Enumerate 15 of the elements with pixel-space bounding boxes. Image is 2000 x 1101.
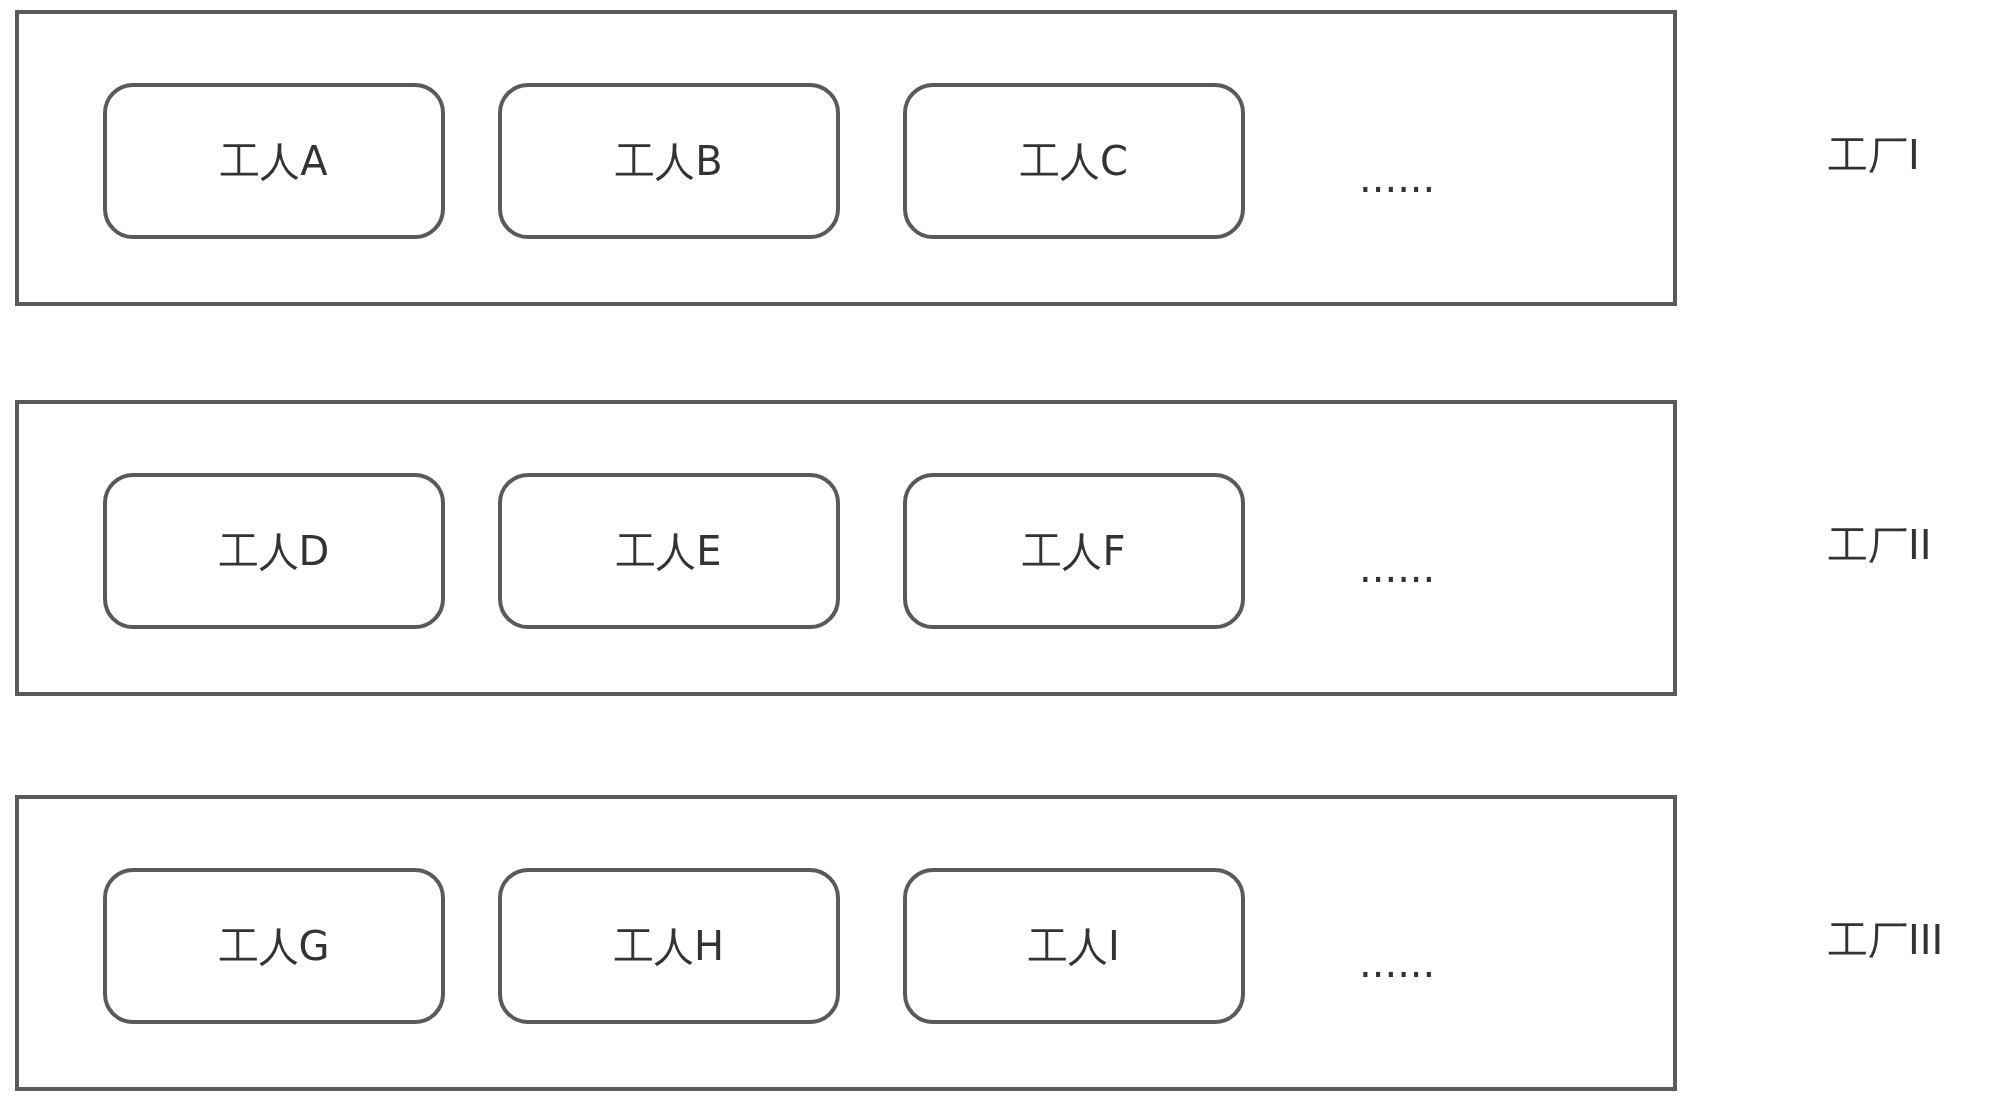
worker-box: 工人H — [498, 868, 840, 1024]
worker-box: 工人B — [498, 83, 840, 239]
worker-box: 工人E — [498, 473, 840, 629]
worker-box: 工人F — [903, 473, 1245, 629]
worker-box: 工人I — [903, 868, 1245, 1024]
ellipsis-text: ...... — [1359, 544, 1436, 592]
worker-box: 工人C — [903, 83, 1245, 239]
ellipsis-text: ...... — [1359, 939, 1436, 987]
ellipsis-text: ...... — [1359, 154, 1436, 202]
worker-box: 工人D — [103, 473, 445, 629]
factory-title: 工厂III — [1828, 916, 1944, 964]
worker-box: 工人A — [103, 83, 445, 239]
factory-title: 工厂I — [1828, 131, 1920, 179]
worker-box: 工人G — [103, 868, 445, 1024]
factory-title: 工厂II — [1828, 521, 1932, 569]
